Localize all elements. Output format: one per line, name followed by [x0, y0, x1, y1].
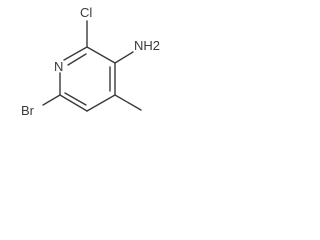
- bond-c5-c6: [59, 94, 88, 112]
- bond-c2-c3: [86, 46, 116, 64]
- bond-c6-br: [42, 94, 61, 106]
- amine-label: NH2: [134, 38, 160, 53]
- structure-diagram: Cl NH2 N Br: [21, 5, 160, 118]
- bond-c4-c5: [86, 94, 116, 112]
- ring-nitrogen-label: N: [54, 59, 63, 74]
- bond-c3-nh2: [114, 51, 134, 64]
- bromine-label: Br: [21, 103, 35, 118]
- bond-c4-methyl: [114, 94, 142, 111]
- bond-n1-c2-inner: [67, 53, 87, 66]
- bond-c5-c6-inner: [64, 92, 87, 106]
- chlorine-label: Cl: [80, 5, 92, 20]
- bond-n1-c2: [63, 46, 88, 61]
